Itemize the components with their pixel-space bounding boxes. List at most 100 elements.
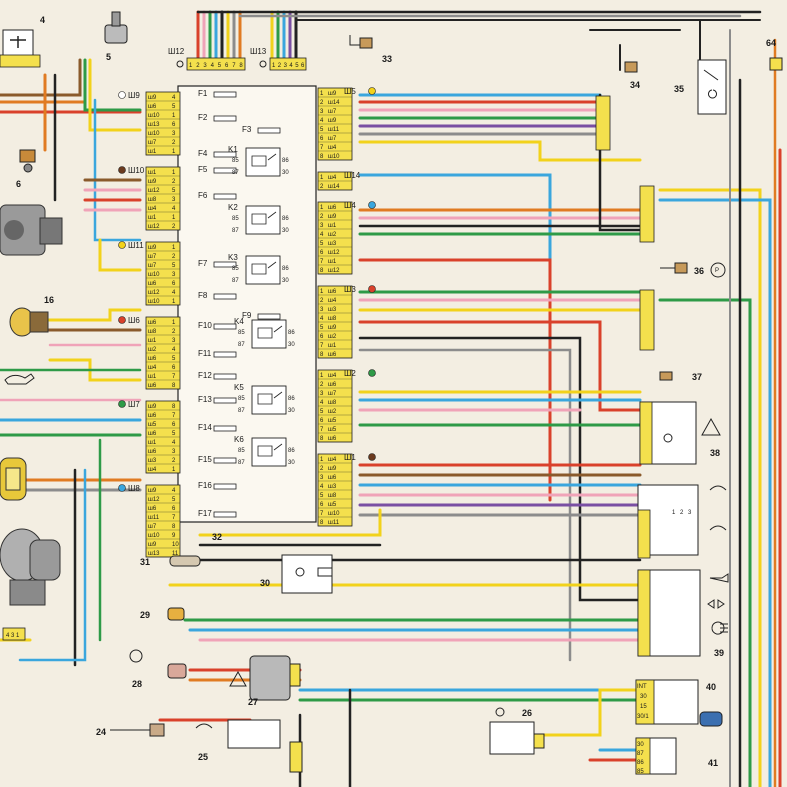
label-32: 32 bbox=[212, 532, 222, 542]
connector-pin-name: ш6 bbox=[148, 281, 157, 287]
relay-coil-icon bbox=[257, 325, 283, 339]
connector-pin-number: 7 bbox=[172, 515, 176, 521]
relay-pin: 87 bbox=[238, 342, 245, 348]
horn-icon bbox=[709, 573, 729, 583]
connector-pin-name: ш14 bbox=[328, 184, 340, 190]
component-31-sensor bbox=[169, 555, 201, 567]
sh12-pin: 2 bbox=[196, 63, 200, 69]
component-25-washer-pump bbox=[195, 719, 303, 773]
connector-pin-name: ш7 bbox=[328, 391, 337, 397]
connector-pin-number: 6 bbox=[320, 136, 324, 142]
sh12-pin: 8 bbox=[239, 63, 243, 69]
connector-pin-name: ш1 bbox=[328, 223, 337, 229]
connector-pin-number: 9 bbox=[172, 533, 176, 539]
relay-pin: 30 bbox=[282, 278, 289, 284]
ign-pin-int: INT bbox=[637, 684, 647, 690]
connector-pin-number: 11 bbox=[172, 551, 179, 557]
connector-pin-number: 5 bbox=[172, 497, 176, 503]
sh12-pin: 7 bbox=[232, 63, 236, 69]
component-29-sensor bbox=[167, 607, 185, 621]
connector-pin-number: 7 bbox=[320, 343, 324, 349]
component-35-switch bbox=[697, 59, 727, 115]
connector-label: Ш6 bbox=[128, 316, 140, 325]
fuse-f5 bbox=[213, 167, 237, 174]
connector-pin-number: 8 bbox=[320, 154, 324, 160]
sh12-ground-ring bbox=[176, 60, 184, 68]
connector-body bbox=[145, 241, 181, 306]
connector-pin-name: ш12 bbox=[148, 224, 160, 230]
hazard-icon bbox=[701, 417, 721, 436]
label-30: 30 bbox=[260, 578, 270, 588]
connector-pin-number: 1 bbox=[320, 91, 324, 97]
fuse-f2 bbox=[213, 115, 237, 122]
connector-pin-name: ш10 bbox=[148, 533, 160, 539]
connector-pin-number: 6 bbox=[172, 365, 176, 371]
connector-pin-name: ш6 bbox=[328, 352, 337, 358]
wiper-switch: 1 2 3 bbox=[637, 484, 727, 559]
connector-sh13 bbox=[269, 57, 307, 71]
connector-pin-number: 1 bbox=[172, 113, 176, 119]
fuse-f14 bbox=[213, 425, 237, 432]
ign-pin-30: 30 bbox=[640, 694, 647, 700]
relay-coil-icon bbox=[251, 211, 277, 225]
relay-pin: 86 bbox=[282, 266, 289, 272]
label-28: 28 bbox=[132, 679, 142, 689]
connector-pin-number: 4 bbox=[320, 316, 324, 322]
connector-pin-number: 2 bbox=[320, 100, 324, 106]
connector-pin-number: 2 bbox=[172, 254, 176, 260]
fuse-label: F6 bbox=[198, 191, 208, 200]
connector-pin-number: 1 bbox=[320, 457, 324, 463]
connector-pin-number: 2 bbox=[320, 298, 324, 304]
fuse-f10 bbox=[213, 323, 237, 330]
component-4-relay bbox=[0, 29, 41, 68]
relay-pin: 87 bbox=[238, 460, 245, 466]
connector-pin-number: 4 bbox=[320, 484, 324, 490]
relay-pin: 85 bbox=[232, 158, 239, 164]
connector-pin-name: ш4 bbox=[148, 365, 157, 371]
component-30-relay bbox=[281, 554, 333, 594]
connector-pin-number: 8 bbox=[320, 352, 324, 358]
connector-pin-number: 5 bbox=[172, 431, 176, 437]
connector-pin-number: 8 bbox=[320, 520, 324, 526]
relay-label: K5 bbox=[234, 383, 244, 392]
connector-pin-name: ш4 bbox=[148, 206, 157, 212]
connector-pin-number: 2 bbox=[172, 179, 176, 185]
relay-pin: 87 bbox=[232, 228, 239, 234]
connector-pin-number: 7 bbox=[320, 511, 324, 517]
connector-pin-name: ш9 bbox=[328, 118, 337, 124]
connector-color-dot bbox=[368, 369, 376, 377]
connector-pin-name: ш6 bbox=[148, 356, 157, 362]
connector-pin-number: 7 bbox=[320, 145, 324, 151]
fuse-label: F16 bbox=[198, 481, 212, 490]
fuse-f13 bbox=[213, 397, 237, 404]
connector-pin-number: 6 bbox=[172, 122, 176, 128]
connector-pin-number: 6 bbox=[320, 334, 324, 340]
component-6-switch bbox=[19, 149, 36, 173]
connector-pin-number: 2 bbox=[320, 466, 324, 472]
connector-pin-name: ш1 bbox=[328, 343, 337, 349]
connector-pin-number: 1 bbox=[172, 149, 176, 155]
connector-pin-name: ш1 bbox=[148, 338, 157, 344]
component-labels: 4 5 6 16 24 25 26 27 28 29 30 31 32 33 3… bbox=[16, 15, 776, 768]
connector-pin-name: ш2 bbox=[328, 409, 337, 415]
relay-coil-icon bbox=[257, 391, 283, 405]
connector-pin-name: ш7 bbox=[328, 109, 337, 115]
connector-pin-number: 2 bbox=[320, 382, 324, 388]
relay-k3 bbox=[245, 255, 281, 285]
connector-pin-number: 7 bbox=[320, 259, 324, 265]
connector-pin-name: ш8 bbox=[328, 316, 337, 322]
connector-pin-name: ш6 bbox=[328, 382, 337, 388]
connector-label: Ш9 bbox=[128, 91, 140, 100]
connector-color-dot bbox=[368, 201, 376, 209]
sh13-label: Ш13 bbox=[250, 47, 267, 56]
parking-icon bbox=[710, 262, 726, 278]
component-37-sensor bbox=[659, 371, 673, 381]
relay-pin: 30 bbox=[282, 170, 289, 176]
wiper-pos-3: 3 bbox=[688, 510, 692, 516]
fuse-label: F17 bbox=[198, 509, 212, 518]
connector-pin-name: ш12 bbox=[148, 497, 160, 503]
connector-pin-number: 2 bbox=[320, 184, 324, 190]
